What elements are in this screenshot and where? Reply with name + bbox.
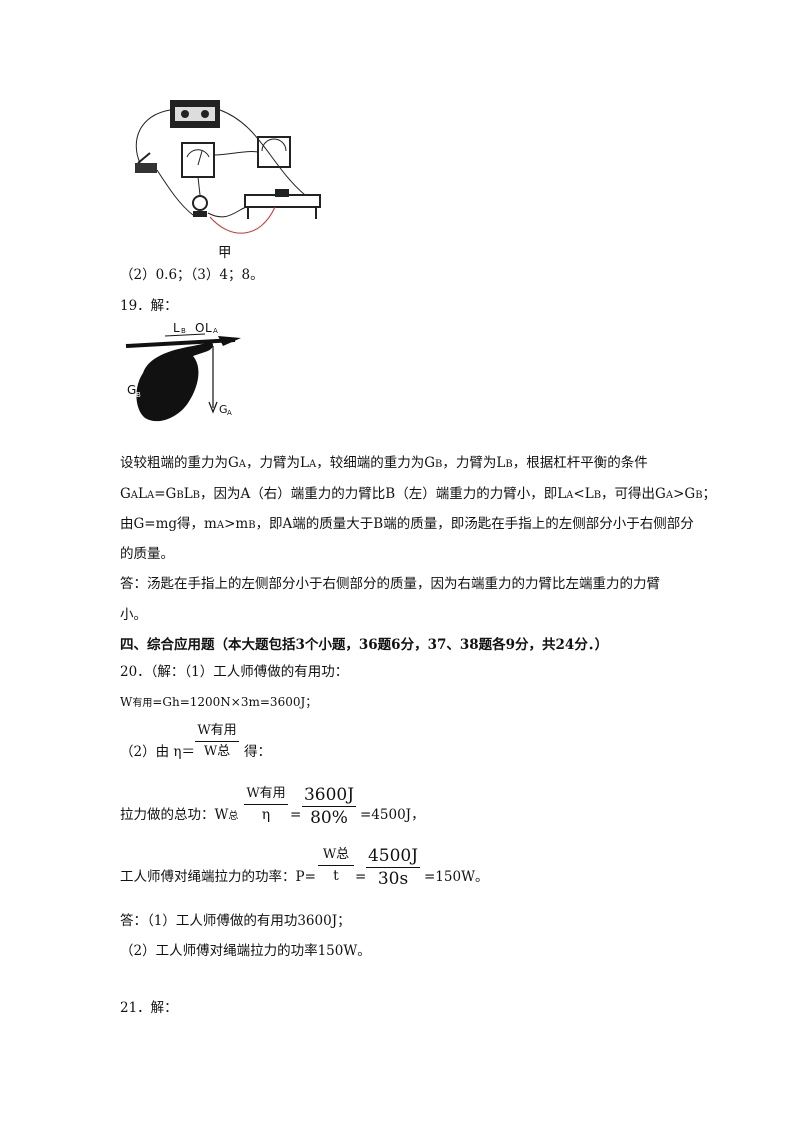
label-gb: G [127, 383, 136, 397]
label-ga-sub: A [227, 409, 232, 417]
q19-line-3: 由G=mg得，mA>mB，即A端的质量大于B端的质量，即汤匙在手指上的左侧部分小… [120, 516, 694, 532]
power-frac-2: 4500J 30s [366, 846, 420, 889]
q20-part2-pre: （2）由 η＝ [120, 744, 195, 760]
power-eq: = [355, 869, 367, 885]
circuit-figure [120, 95, 330, 260]
q19-answer-1: 答：汤匙在手指上的左侧部分小于右侧部分的质量，因为右端重力的力臂比左端重力的力臂 [120, 576, 660, 592]
total-work-pre: 拉力做的总功：W总 [120, 807, 239, 823]
label-lb: L [173, 321, 180, 335]
circuit-diagram [135, 100, 321, 234]
label-la: L [205, 321, 212, 335]
label-lb-sub: B [181, 327, 186, 335]
q19-line-4: 的质量。 [120, 546, 174, 562]
lever-diagram: L B O L A G B G A [125, 321, 241, 422]
section-4-heading: 四、综合应用题（本大题包括3个小题，36题6分，37、38题各9分，共24分．） [120, 637, 609, 653]
total-eq: = [290, 807, 302, 823]
efficiency-fraction: W有用 W总 [195, 722, 239, 761]
power-result: =150W。 [424, 869, 489, 885]
q20-answer-2: （2）工人师傅对绳端拉力的功率150W。 [120, 943, 371, 959]
figure-caption: 甲 [218, 245, 232, 261]
power-pre: 工人师傅对绳端拉力的功率：P= [120, 869, 316, 885]
total-frac-2: 3600J 80% [302, 785, 356, 828]
q20-answer-1: 答：（1）工人师傅做的有用功3600J； [120, 913, 351, 929]
lever-figure: L B O L A G B G A [123, 318, 248, 428]
label-la-sub: A [213, 327, 218, 335]
q19-line-2: GALA=GBLB，因为A（右）端重力的力臂比B（左）端重力的力臂小，即LA<L… [120, 486, 717, 502]
q19-answer-2: 小。 [120, 607, 147, 623]
label-o: O [195, 321, 204, 335]
label-ga: G [219, 403, 228, 416]
efficiency-denominator: W总 [203, 744, 231, 759]
total-frac-1: W有用 η [244, 785, 288, 824]
answer-18: （2）0.6；（3）4；8。 [120, 267, 264, 283]
efficiency-numerator: W有用 [197, 723, 237, 738]
q20-part2-post: 得： [244, 744, 271, 760]
q20-useful-work: W有用=Gh=1200N×3m=3600J； [120, 695, 318, 709]
label-gb-sub: B [136, 391, 141, 399]
power-frac-1: W总 t [318, 846, 354, 885]
total-result: =4500J， [360, 807, 425, 823]
q19-heading: 19．解： [120, 298, 178, 314]
q21-heading: 21．解： [120, 1000, 178, 1016]
q20-line-1: 20．（解：（1）工人师傅做的有用功： [120, 664, 349, 680]
q19-line-1: 设较粗端的重力为GA，力臂为LA，较细端的重力为GB，力臂为LB，根据杠杆平衡的… [120, 455, 648, 471]
